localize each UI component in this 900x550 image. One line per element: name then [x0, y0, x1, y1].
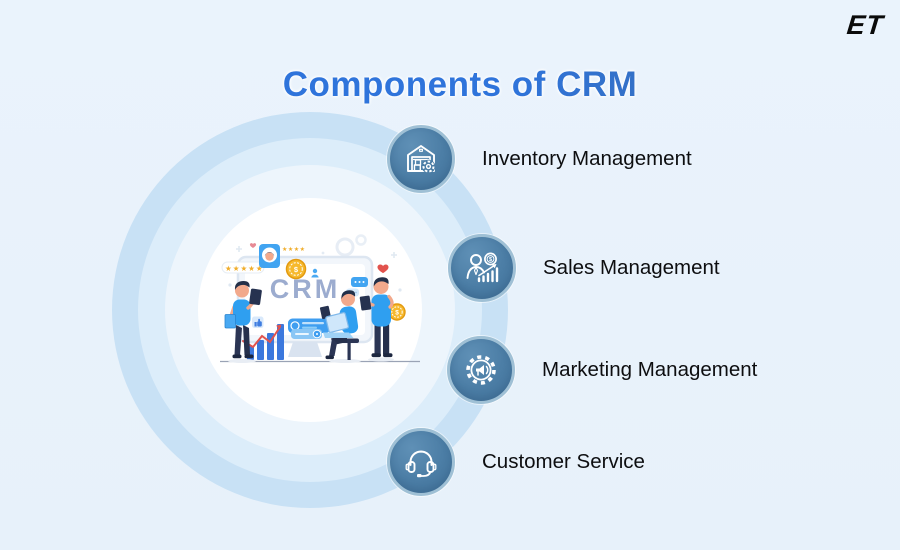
- brand-logo: ET: [845, 10, 886, 40]
- component-row-sales: $ Sales Management: [448, 234, 720, 302]
- heart-icon: [377, 264, 389, 274]
- component-row-customer-service: Customer Service: [387, 428, 645, 496]
- component-label-customer-service: Customer Service: [482, 450, 645, 473]
- headset-icon: [405, 450, 437, 478]
- page-title: Components of CRM: [0, 65, 900, 105]
- warehouse-gear-icon: [407, 145, 436, 174]
- svg-text:★★★★★: ★★★★★: [225, 264, 264, 273]
- background-doodles: [228, 234, 402, 292]
- crm-teamwork-illustration: CRM ★★★★★ ★★★★ $ $: [220, 234, 420, 363]
- component-label-marketing: Marketing Management: [542, 358, 758, 381]
- person-left: [224, 280, 262, 363]
- person-middle: [319, 290, 361, 363]
- user-pin-icon: [311, 268, 319, 278]
- small-heart-icon: [249, 243, 257, 248]
- component-label-inventory: Inventory Management: [482, 147, 692, 170]
- svg-text:$: $: [489, 257, 492, 263]
- rating-stars: ★★★★★: [221, 261, 265, 274]
- customer-service-badge: [387, 428, 455, 496]
- dollar-coin-small-icon: $: [388, 303, 406, 321]
- customer-avatar-card: ★★★★: [249, 243, 306, 268]
- crm-screen-text: CRM: [270, 274, 341, 304]
- sales-badge: $: [448, 234, 516, 302]
- crm-info-card-light: [291, 329, 322, 339]
- thumbs-up-icon: [252, 316, 264, 328]
- gear-megaphone-icon: [466, 355, 496, 385]
- component-row-inventory: Inventory Management: [387, 125, 692, 193]
- person-right: [359, 277, 394, 362]
- laptop-icon: [323, 312, 354, 338]
- trend-arrow: [242, 326, 281, 349]
- svg-text:$: $: [395, 310, 399, 317]
- svg-text:$: $: [294, 265, 299, 274]
- dollar-coin-icon: $: [285, 258, 307, 280]
- inventory-badge: [387, 125, 455, 193]
- marketing-badge: [447, 336, 515, 404]
- salesperson-coin-chart-icon: $: [466, 252, 499, 283]
- mini-stars: ★★★★: [282, 246, 306, 253]
- component-label-sales: Sales Management: [543, 256, 720, 279]
- component-row-marketing: Marketing Management: [447, 336, 757, 404]
